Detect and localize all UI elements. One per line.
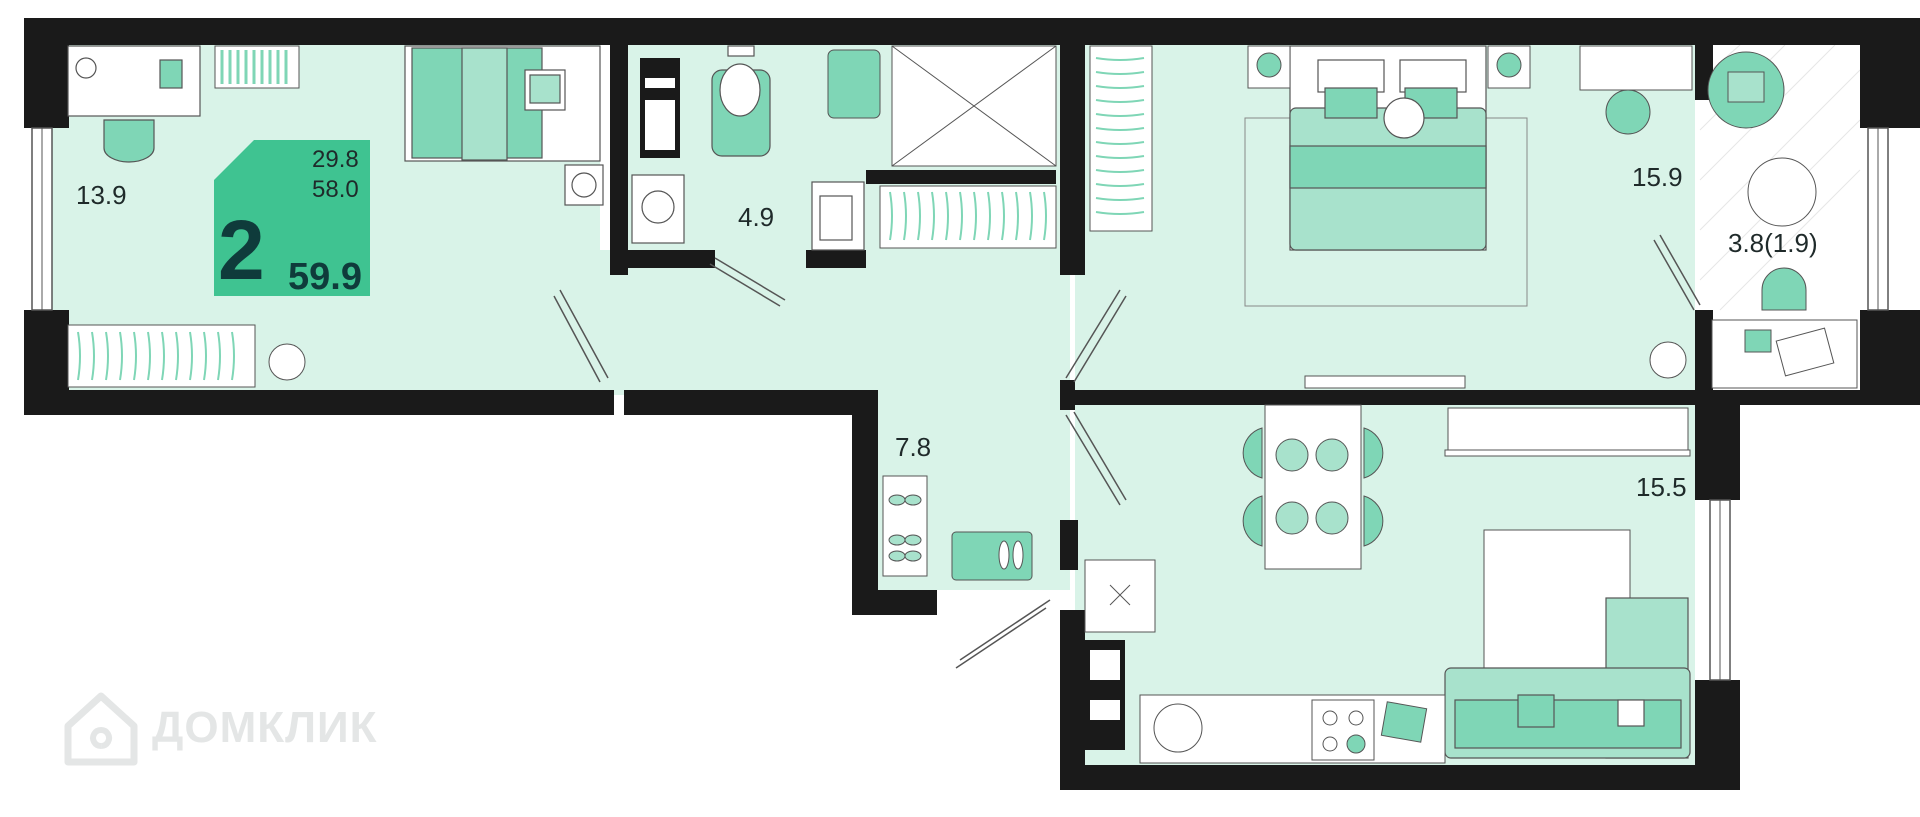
wall-hall-left	[852, 390, 878, 615]
wall-right-bottom	[1860, 310, 1920, 405]
sink-icon	[1153, 703, 1203, 753]
rooms-count: 2	[218, 203, 265, 297]
entry-mat	[951, 531, 1033, 581]
plant-icon	[268, 343, 306, 381]
bed-icon	[404, 45, 604, 206]
wall-right-step	[1695, 390, 1920, 405]
shoe-rack	[882, 475, 928, 577]
room-area-hallway: 7.8	[895, 432, 932, 462]
bookshelf	[214, 45, 300, 89]
bed-icon	[1289, 45, 1487, 251]
fridge	[1084, 559, 1156, 633]
apartment-summary-badge	[214, 140, 370, 296]
wardrobe-hall	[879, 185, 1057, 249]
plant-icon	[1649, 341, 1687, 379]
wall-bath-left	[610, 45, 628, 275]
wardrobe-right	[1089, 45, 1153, 232]
wall-bottom-mid	[624, 390, 872, 415]
dresser	[1579, 45, 1693, 135]
wall-balcony-divider-bottom	[1695, 310, 1713, 390]
radiator-kitchen	[1444, 449, 1691, 457]
room-area-kitchen-living: 15.5	[1636, 472, 1687, 502]
wall-kitchen-right-top	[1695, 390, 1740, 500]
watermark-text: ДОМКЛИК	[152, 703, 378, 752]
nightstands	[1247, 45, 1531, 89]
tv-unit	[1447, 407, 1689, 451]
room-area-bathroom: 4.9	[738, 202, 775, 232]
wall-left-top	[24, 18, 69, 128]
radiator-bedroom	[1304, 375, 1466, 389]
room-area-bedroom-right: 15.9	[1632, 162, 1683, 192]
wall-bottom-left	[24, 390, 614, 415]
wall-kitchen-left-top	[1060, 520, 1078, 570]
kitchen-area-value: 58.0	[312, 176, 359, 203]
floor-hall	[600, 250, 1070, 395]
wardrobe-left	[67, 324, 306, 388]
shower-icon	[891, 45, 1057, 167]
wall-hall-bottom	[852, 590, 937, 615]
shoe-icon	[888, 494, 922, 562]
wall-right-top	[1860, 18, 1920, 128]
sofa-icon	[1444, 597, 1691, 759]
wall-kitchen-bottom	[1060, 765, 1740, 790]
badge-shape	[214, 140, 370, 296]
plant-icon	[1383, 97, 1425, 139]
doors	[553, 234, 1701, 669]
wall-bath-bottom	[610, 250, 715, 268]
kitchen-counter	[1139, 694, 1446, 764]
balcony-furniture	[1707, 51, 1858, 389]
toilet-icon	[711, 45, 771, 157]
wall-kitchen-left	[1060, 610, 1085, 780]
stove-icon	[1311, 699, 1375, 761]
balcony-hatch	[1699, 44, 1861, 311]
wall-divider-v	[1060, 45, 1085, 275]
sink-icon	[811, 181, 865, 251]
total-area-value: 59.9	[288, 256, 362, 298]
wall-bath-right-bottom	[806, 250, 866, 268]
dining-set	[1242, 404, 1384, 570]
room-area-bedroom-left: 13.9	[76, 180, 127, 210]
wall-bath-inner	[866, 170, 1056, 184]
wall-divider-v2	[1060, 380, 1075, 410]
bath-mat	[827, 49, 881, 119]
plant-icon	[75, 57, 97, 79]
living-area-value: 29.8	[312, 146, 359, 173]
wall-divider-h	[1075, 390, 1695, 405]
shaft-voids	[645, 78, 1120, 720]
desk	[67, 45, 201, 163]
room-area-balcony: 3.8(1.9)	[1728, 228, 1818, 258]
washing-machine	[631, 174, 685, 244]
wall-top	[24, 18, 1920, 45]
watermark: ДОМКЛИК	[62, 688, 377, 768]
walls	[24, 18, 1920, 790]
wall-kitchen-right-bottom	[1695, 680, 1740, 790]
house-logo-icon	[64, 692, 138, 766]
